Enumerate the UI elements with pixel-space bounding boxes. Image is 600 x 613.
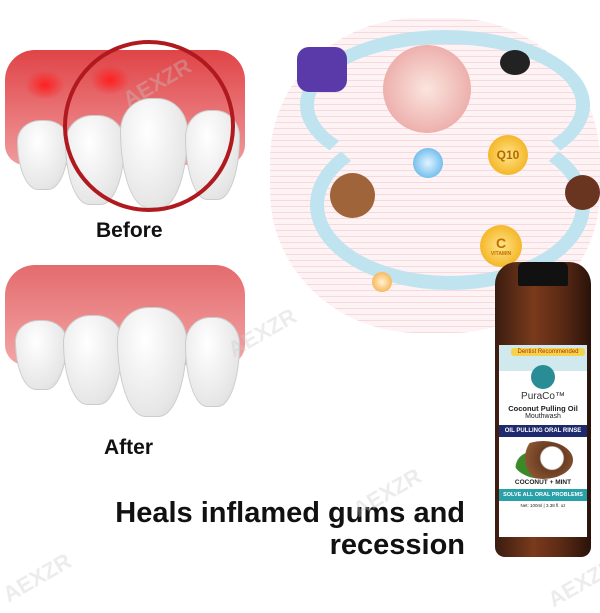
vitamin-c-sub: VITAMIN [490,251,512,257]
dentist-badge: Dentist Recommended [511,348,585,356]
q10-orb-icon: Q10 [488,135,528,175]
bottle-cap [518,262,568,286]
label-band: OIL PULLING ORAL RINSE [499,425,587,437]
flavor-text: COCONUT + MINT [514,479,572,486]
after-gums-illustration [5,265,245,420]
vitamin-c-orb-icon: C VITAMIN [480,225,522,267]
product-label: Dentist Recommended PuraCo™ Coconut Pull… [499,345,587,537]
charcoal-icon [500,50,530,75]
product-name: Coconut Pulling Oil [508,404,578,413]
watermark: AEXZR [543,553,600,613]
product-type: Mouthwash [525,413,561,420]
headline-line-1: Heals inflamed gums and [115,497,465,529]
vitamin-c-letter: C [495,235,507,251]
after-label: After [104,436,154,459]
highlight-circle [63,40,235,212]
before-gums-illustration [5,40,245,212]
mineral-crystal-icon [297,47,347,92]
seeds-icon [330,173,375,218]
orange-droplet-icon [372,272,392,292]
tooth-logo-icon [531,365,555,389]
headline-line-2: recession [329,529,465,561]
coconut-mint-image [513,441,573,479]
claim-band: SOLVE ALL ORAL PROBLEMS [499,489,587,501]
cocoa-beans-icon [565,175,600,210]
watermark: AEXZR [0,548,76,608]
brand-name: PuraCo™ [521,391,565,402]
gum-closeup [383,45,471,133]
blue-droplet-icon [413,148,443,178]
volume-text: Net: 100ml | 3.38 fl. oz [520,503,566,508]
headline: Heals inflamed gums and recession [115,497,465,561]
before-label: Before [96,219,163,242]
